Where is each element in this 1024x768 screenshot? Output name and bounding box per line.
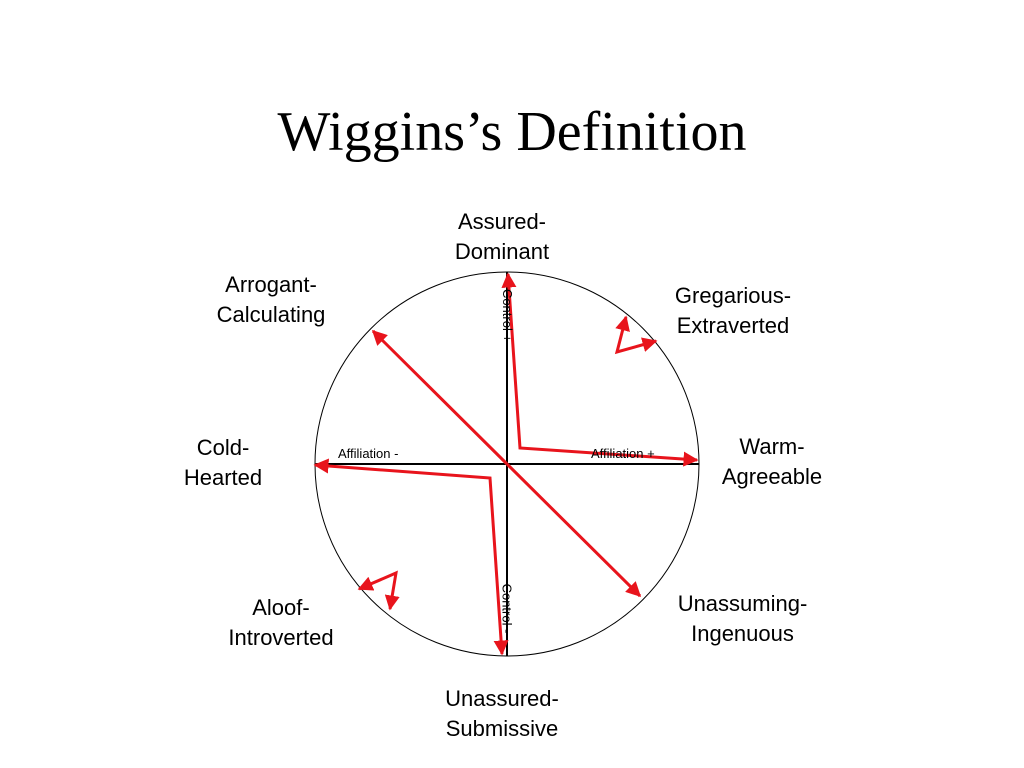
label-gregarious-extraverted: Gregarious-Extraverted bbox=[674, 283, 792, 338]
label-assured-dominant: Assured-Dominant bbox=[454, 209, 550, 264]
gregarious-zigzag-arrow bbox=[614, 315, 658, 355]
cold-submissive-arrow bbox=[313, 458, 509, 656]
slide-title: Wiggins’s Definition bbox=[277, 101, 747, 163]
axis-label-control-plus: Control + bbox=[500, 288, 516, 343]
label-warm-agreeable: Warm-Agreeable bbox=[721, 434, 823, 489]
label-unassuming-ingenuous: Unassuming-Ingenuous bbox=[677, 591, 808, 646]
aloof-zigzag-arrow bbox=[357, 570, 400, 611]
axis-label-affiliation-minus: Affiliation - bbox=[338, 446, 399, 461]
axis-label-control-minus: Control - bbox=[499, 583, 515, 634]
axis-label-affiliation-plus: Affiliation + bbox=[591, 446, 655, 461]
label-cold-hearted: Cold-Hearted bbox=[183, 435, 263, 490]
label-aloof-introverted: Aloof-Introverted bbox=[228, 595, 334, 650]
diagonal-arrow bbox=[505, 462, 642, 598]
diagonal-arrow bbox=[371, 329, 509, 466]
label-arrogant-calculating: Arrogant-Calculating bbox=[216, 272, 326, 327]
label-unassured-submissive: Unassured-Submissive bbox=[445, 686, 559, 741]
dominant-warm-arrow bbox=[501, 272, 699, 467]
